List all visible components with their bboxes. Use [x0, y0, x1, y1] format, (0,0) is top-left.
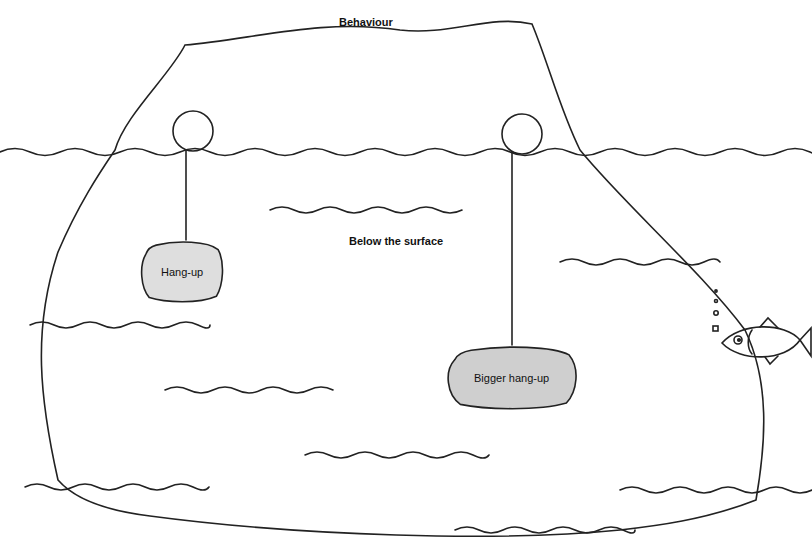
wave	[305, 452, 489, 458]
wave	[25, 484, 209, 490]
wave	[165, 387, 333, 393]
hang-up: Bigger hang-up	[444, 345, 580, 411]
wave	[560, 259, 720, 265]
region-label: Below the surface	[349, 235, 443, 248]
bubble	[715, 300, 718, 303]
hang-up: Hang-up	[139, 240, 225, 304]
bubble	[713, 326, 718, 331]
wave	[620, 487, 812, 493]
leader-line	[185, 150, 187, 240]
hang-up-label: Hang-up	[161, 266, 203, 279]
hang-up-label: Bigger hang-up	[474, 372, 549, 385]
hook	[502, 114, 542, 154]
fish	[722, 318, 811, 364]
water-surface	[0, 149, 812, 156]
wave	[270, 207, 462, 213]
wave	[30, 322, 210, 328]
surface-label: Behaviour	[339, 16, 393, 29]
wave	[455, 527, 635, 533]
bubble	[714, 311, 718, 315]
hook	[173, 111, 213, 151]
bubble	[715, 290, 717, 292]
leader-line	[511, 152, 513, 345]
